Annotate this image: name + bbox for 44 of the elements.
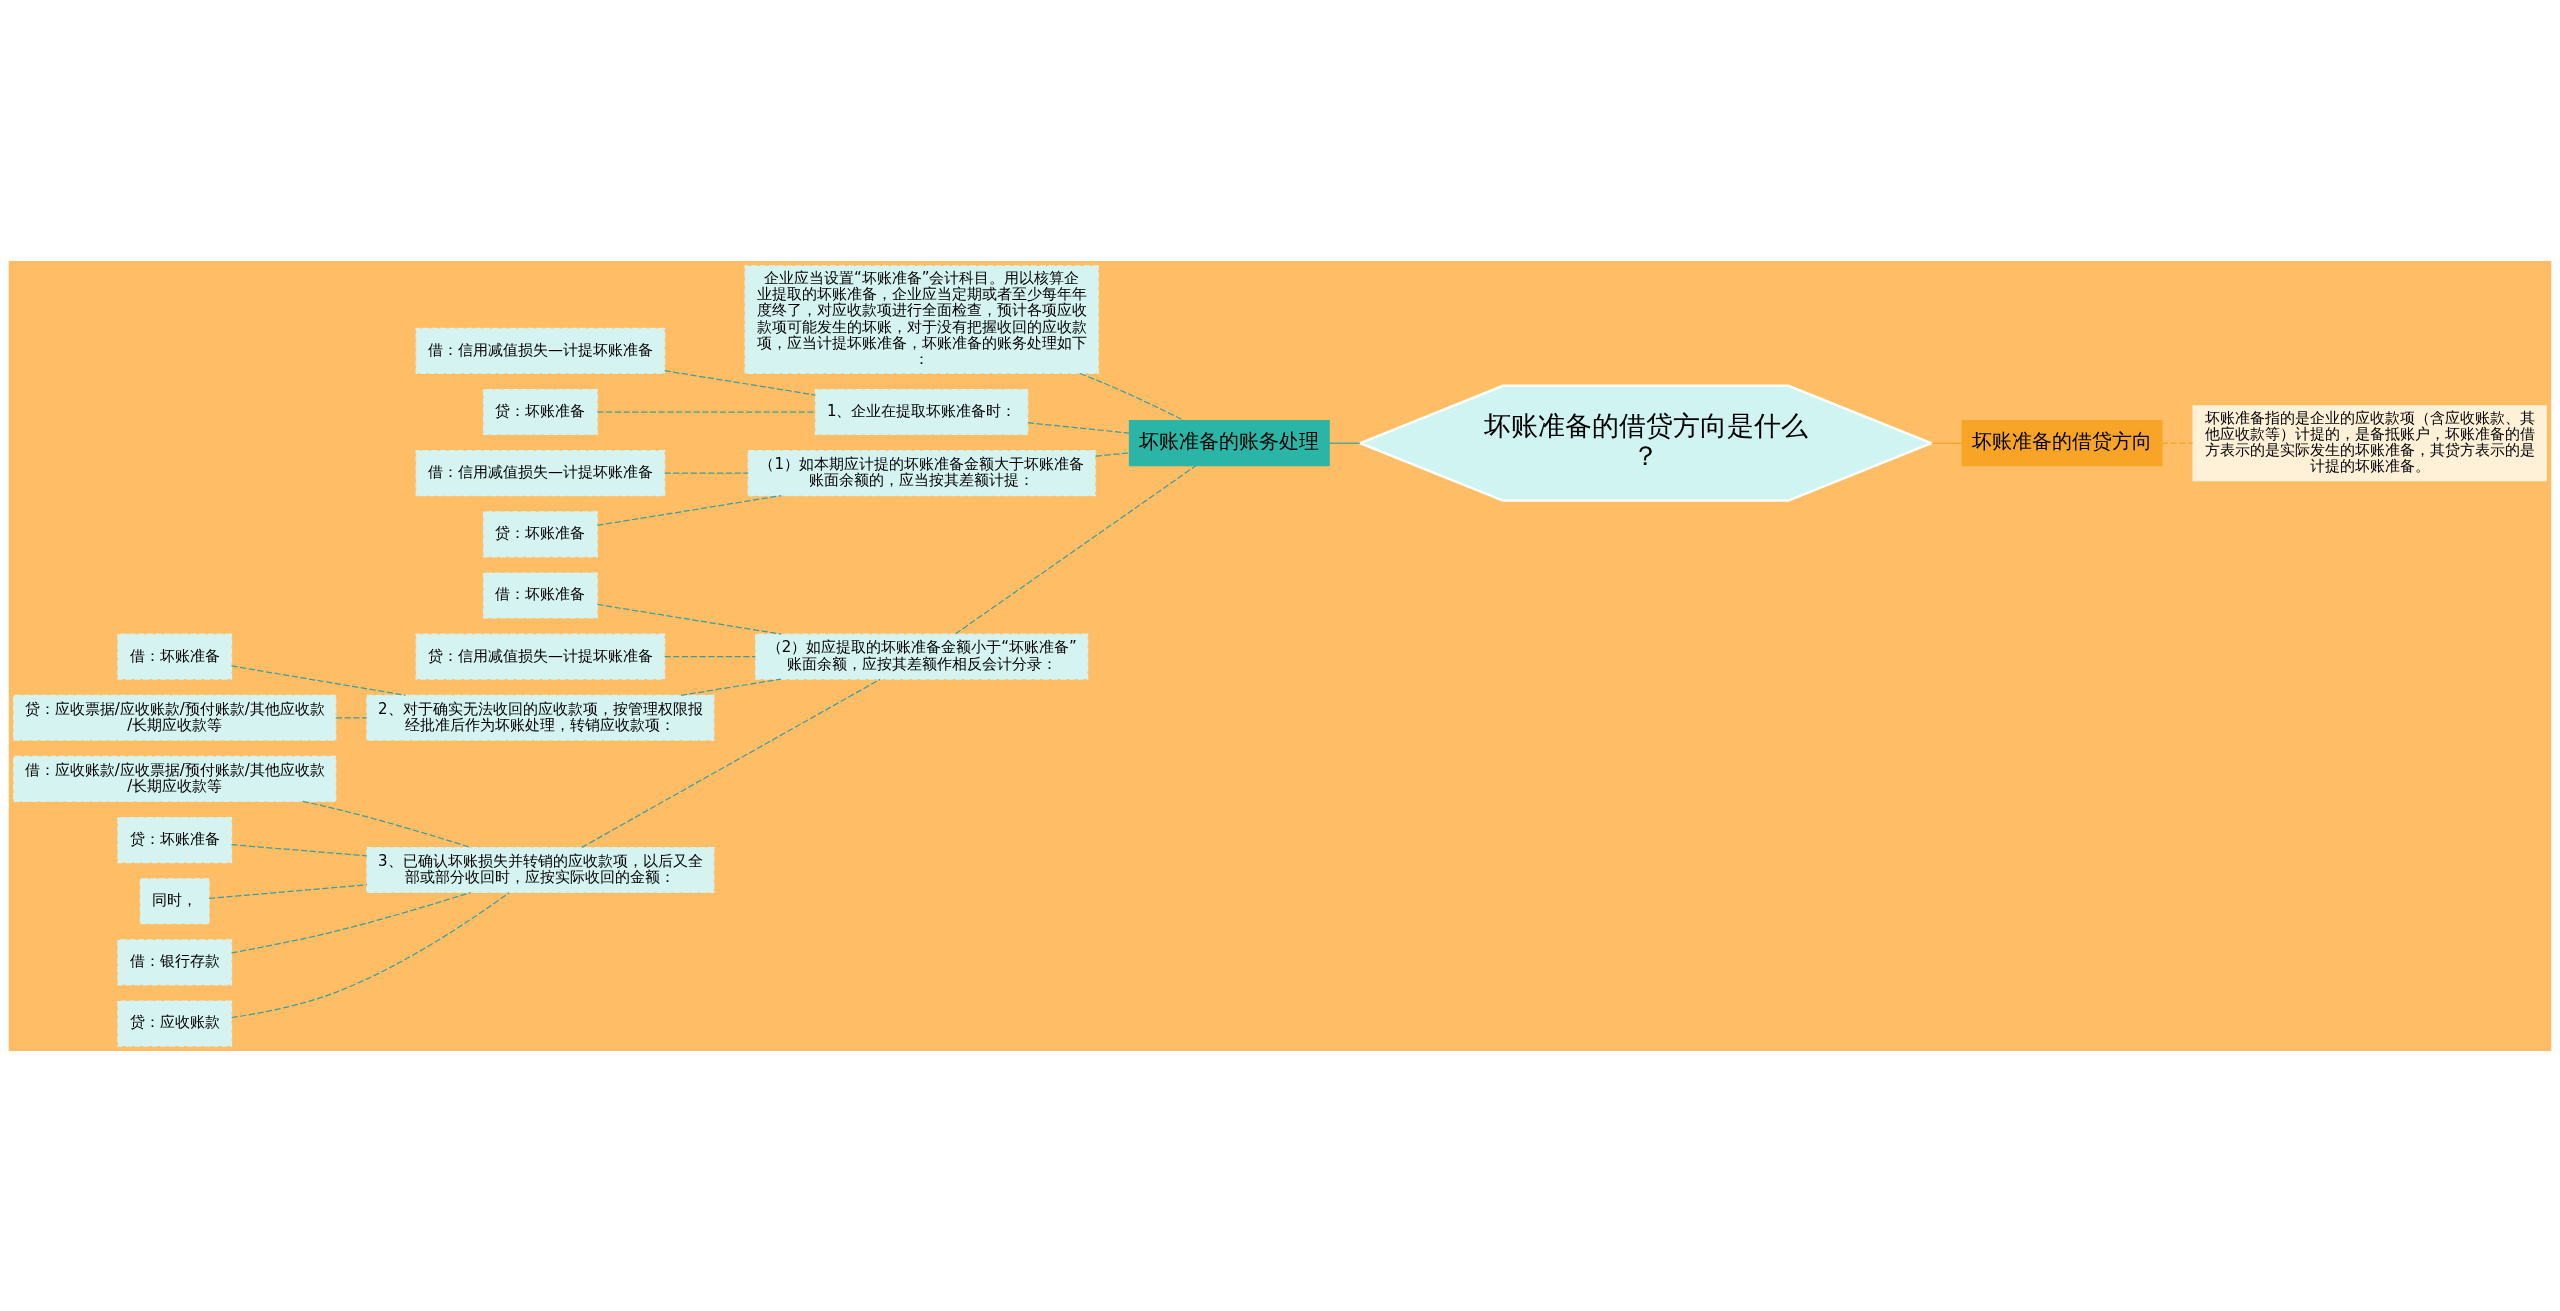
connector <box>664 369 816 396</box>
connector <box>1079 372 1185 421</box>
connector <box>1027 421 1130 434</box>
node-box: 借：银行存款 <box>117 938 233 985</box>
connector <box>664 472 749 474</box>
node-box: 企业应当设置“坏账准备”会计科目。用以核算企业提取的坏账准备，企业应当定期或者至少每年年度终了，对应收款项进行全面检查，预计各项应收款项可能发生的坏账，对于没有把握收回的应收款项，应当计提坏账准备，坏账准备的账务处理如下： <box>744 264 1099 374</box>
connector <box>596 603 782 635</box>
connector <box>581 678 881 848</box>
connector <box>231 891 472 954</box>
connector <box>208 883 368 899</box>
connector <box>1328 442 1361 444</box>
connector <box>680 678 782 696</box>
connector <box>230 664 407 696</box>
node-box: 3、已确认坏账损失并转销的应收款项，以后又全部或部分收回时，应按实际收回的金额： <box>366 846 715 893</box>
connector <box>1930 442 1963 444</box>
connector <box>664 655 756 657</box>
connector <box>231 891 510 1018</box>
node-box: 贷：坏账准备 <box>483 510 598 557</box>
connector <box>302 800 472 848</box>
connector <box>335 716 368 718</box>
node-box: （1）如本期应计提的坏账准备金额大于坏账准备账面余额的，应当按其差额计提： <box>747 449 1096 496</box>
node-box: 坏账准备的借贷方向 <box>1961 419 2163 466</box>
connector <box>2161 442 2194 444</box>
node-box: 同时， <box>139 877 210 924</box>
connector <box>1094 451 1130 457</box>
node-box: 贷：应收票据/应收账款/预付账款/其他应收款/长期应收款等 <box>13 694 337 741</box>
node-box: 贷：坏账准备 <box>117 816 233 863</box>
node-box: 坏账准备指的是企业的应收款项（含应收账款、其他应收款等）计提的，是备抵账户，坏账准备的借方表示的是实际发生的坏账准备，其贷方表示的是计提的坏账准备。 <box>2192 404 2547 481</box>
node-box: 贷：坏账准备 <box>483 388 598 435</box>
connector <box>596 494 782 526</box>
node-box: 坏账准备的账务处理 <box>1128 419 1330 466</box>
node-box: 1、企业在提取坏账准备时： <box>814 388 1029 435</box>
node-box: 借：信用减值损失—计提坏账准备 <box>415 449 666 496</box>
node-box: 借：坏账准备 <box>117 633 233 680</box>
node-box: 借：坏账准备 <box>483 571 598 619</box>
node-box: 借：信用减值损失—计提坏账准备 <box>415 327 666 374</box>
connector <box>596 410 817 413</box>
connector <box>230 843 368 856</box>
node-box: 借：应收账款/应收票据/预付账款/其他应收款/长期应收款等 <box>13 755 337 802</box>
node-box: 贷：信用减值损失—计提坏账准备 <box>415 633 666 680</box>
node-box: （2）如应提取的坏账准备金额小于“坏账准备”账面余额，应按其差额作相反会计分录： <box>755 633 1089 680</box>
connector <box>954 464 1197 634</box>
node-box: 2、对于确实无法收回的应收款项，按管理权限报经批准后作为坏账处理，转销应收款项： <box>366 694 715 741</box>
node-box: 贷：应收账款 <box>117 999 233 1047</box>
